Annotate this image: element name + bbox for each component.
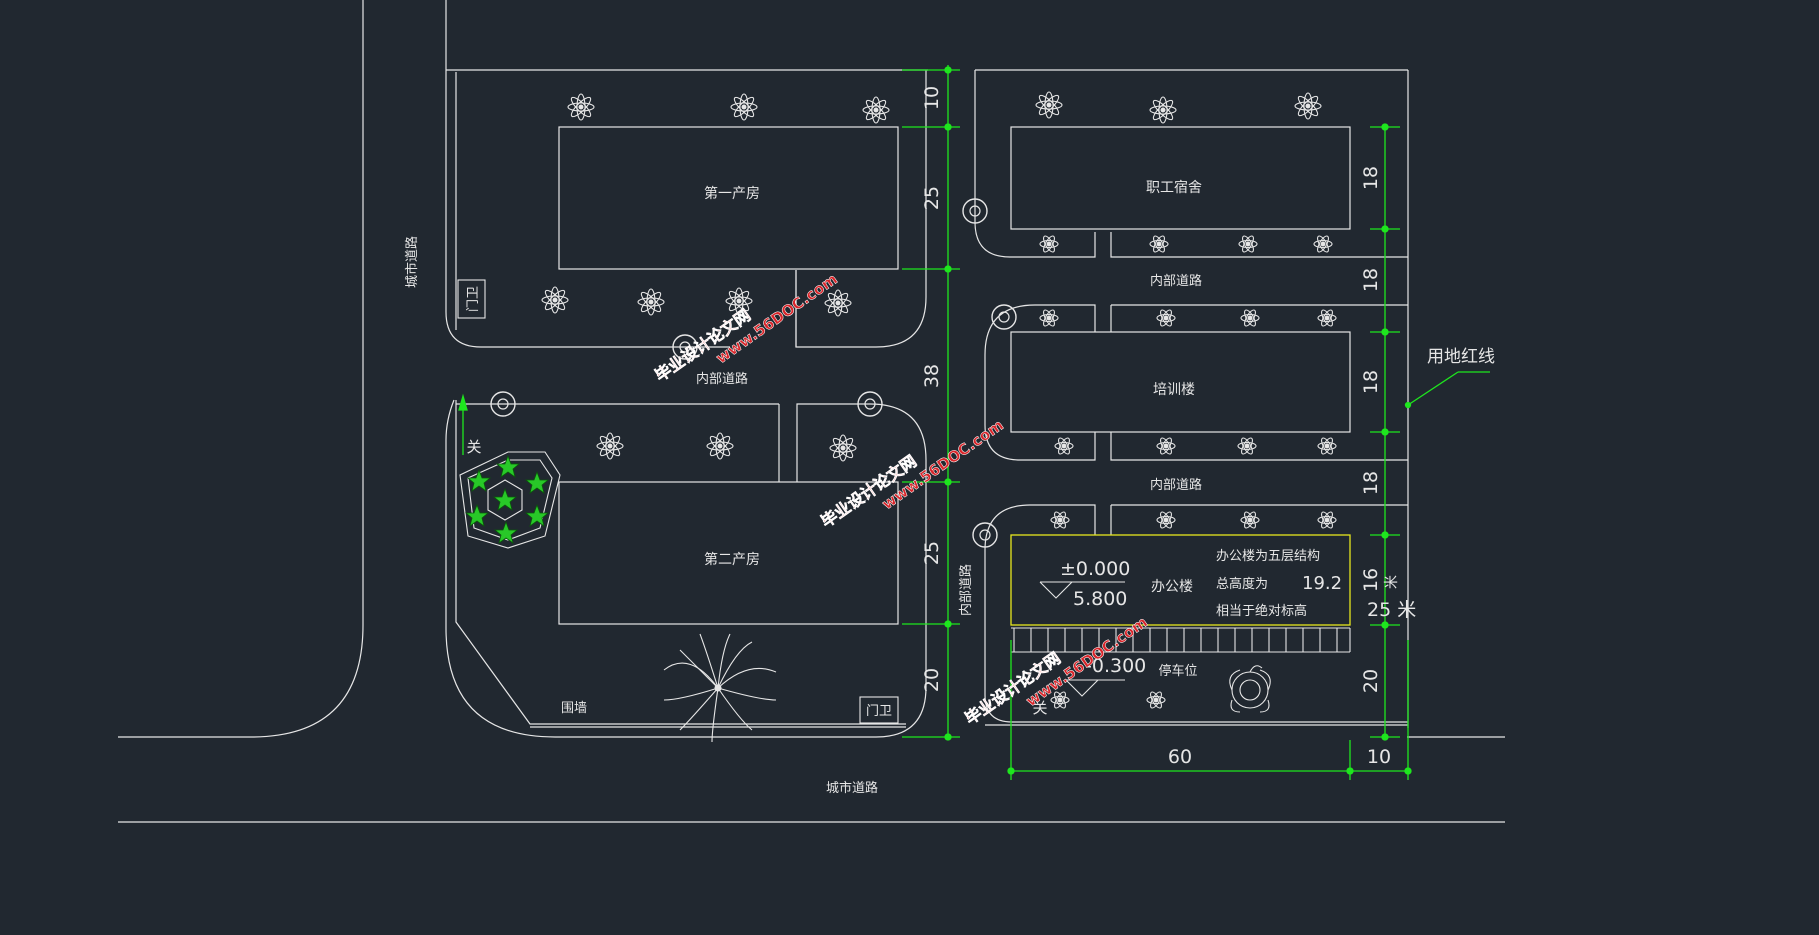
elevation-values: ±0.000 5.800 -0.300 (1060, 558, 1146, 677)
elevation-symbols (1039, 581, 1125, 697)
dim-right-4: 18 (1360, 471, 1382, 495)
office-note-line1: 办公楼为五层结构 (1216, 549, 1320, 564)
factory-2 (558, 481, 899, 625)
road-labels: 内部道路 内部道路 内部道路 城市道路 城市道路 内部道路 (404, 236, 1202, 796)
elevation-roof: 5.800 (1073, 588, 1127, 610)
dim-left-1: 10 (921, 86, 943, 110)
flower-shrub (1229, 665, 1271, 713)
office-label: 办公楼 (1151, 579, 1193, 595)
parking-label: 停车位 (1158, 663, 1197, 679)
gatehouse-bottom (859, 696, 899, 724)
dim-right-6: 20 (1360, 669, 1382, 693)
training-label: 培训楼 (1153, 382, 1195, 398)
dim-right-1: 18 (1360, 166, 1382, 190)
dim-left-4: 25 (921, 541, 943, 565)
city-road-label-bottom: 城市道路 (826, 780, 878, 796)
office-note-line2-label: 总高度为 (1216, 576, 1268, 592)
city-roads (118, 0, 1505, 823)
city-road-label-left: 城市道路 (404, 236, 420, 288)
dimension-lines (902, 65, 1490, 780)
site-red-line-label: 用地红线 (1427, 347, 1495, 367)
dorm-label: 职工宿舍 (1146, 179, 1202, 196)
dim-left-3: 38 (921, 364, 943, 388)
internal-road-label-1: 内部道路 (696, 371, 748, 387)
site-lines (445, 69, 1409, 738)
gate-top-label: 门卫 (466, 286, 481, 312)
dim-left-2: 25 (921, 186, 943, 210)
training-building (1010, 331, 1351, 433)
building-labels: 第一产房 第二产房 职工宿舍 培训楼 办公楼 (704, 179, 1202, 595)
misc-labels: 门卫 门卫 围墙 停车位 关 关 用地红线 (466, 286, 1495, 719)
hexagon-garden (459, 451, 561, 549)
office-note: 办公楼为五层结构 总高度为 19.2 相当于绝对标高 (1216, 549, 1342, 619)
parking-stalls (1011, 627, 1351, 653)
gate-bottom-label: 门卫 (866, 704, 892, 719)
elevation-ground: -0.300 (1085, 655, 1146, 677)
dim-right-2: 18 (1360, 268, 1382, 292)
factory-1-label: 第一产房 (704, 185, 760, 202)
dim-left-5: 20 (921, 668, 943, 692)
internal-road-label-3: 内部道路 (1150, 477, 1202, 493)
wall-label: 围墙 (561, 701, 587, 716)
office-note-line3: 相当于绝对标高 (1216, 603, 1307, 619)
north-label-top: 关 (466, 438, 481, 456)
factory-1 (558, 126, 899, 270)
internal-road-label-2: 内部道路 (1150, 273, 1202, 289)
north-arrow (458, 393, 468, 455)
dim-bottom-2: 10 (1367, 746, 1391, 768)
elevation-zero: ±0.000 (1060, 558, 1130, 580)
dim-bottom-1: 60 (1168, 746, 1192, 768)
buildings (558, 126, 1351, 625)
internal-road-label-vertical: 内部道路 (958, 564, 974, 616)
dim-right-side: 25 米 (1367, 599, 1416, 621)
dormitory (1010, 126, 1351, 230)
gatehouse-top (457, 279, 486, 319)
trees (541, 91, 1322, 462)
dimension-values: 10 25 38 25 20 18 18 18 18 16 20 60 10 2… (921, 86, 1416, 768)
dim-right-3: 18 (1360, 370, 1382, 394)
palm-tree (663, 633, 777, 743)
shrubs (1039, 233, 1337, 711)
office-note-box (1010, 534, 1351, 626)
office-note-line2-value: 19.2 (1302, 573, 1342, 594)
factory-2-label: 第二产房 (704, 551, 760, 568)
dim-side-marker: 米 (1384, 575, 1400, 589)
north-label-bottom: 关 (1032, 699, 1047, 717)
dim-right-5: 16 (1360, 568, 1382, 592)
